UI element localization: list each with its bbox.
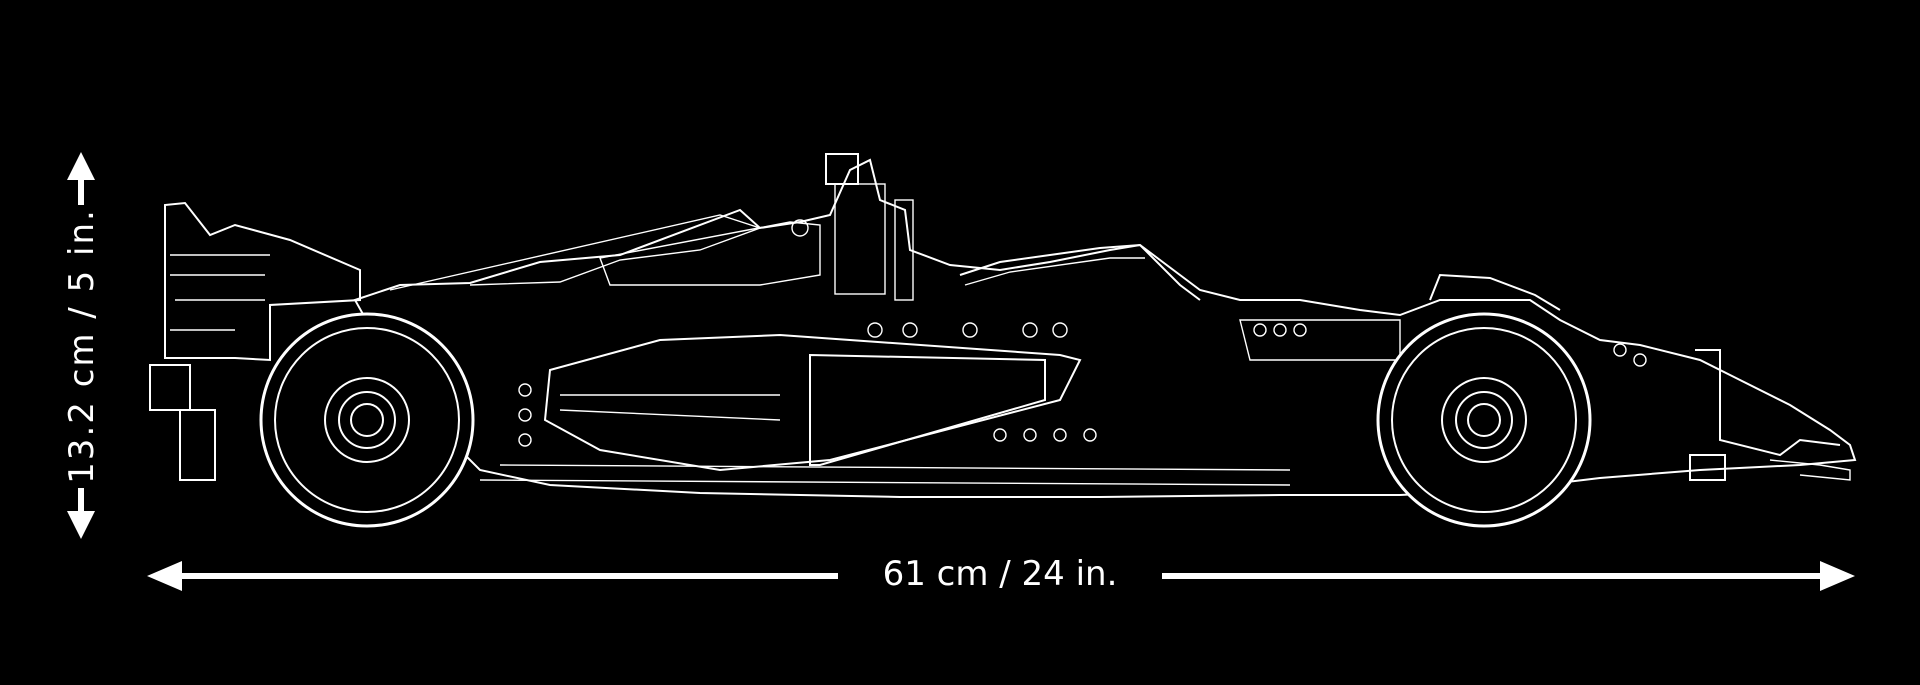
height-arrow: [67, 152, 95, 539]
width-arrow: [147, 561, 1855, 591]
rear-wheel: [259, 312, 475, 528]
width-dimension-label: 61 cm / 24 in.: [882, 554, 1118, 594]
height-dimension-label: 13.2 cm / 5 in.: [62, 208, 102, 484]
race-car-drawing: [149, 153, 1857, 528]
front-wheel: [1376, 312, 1592, 528]
